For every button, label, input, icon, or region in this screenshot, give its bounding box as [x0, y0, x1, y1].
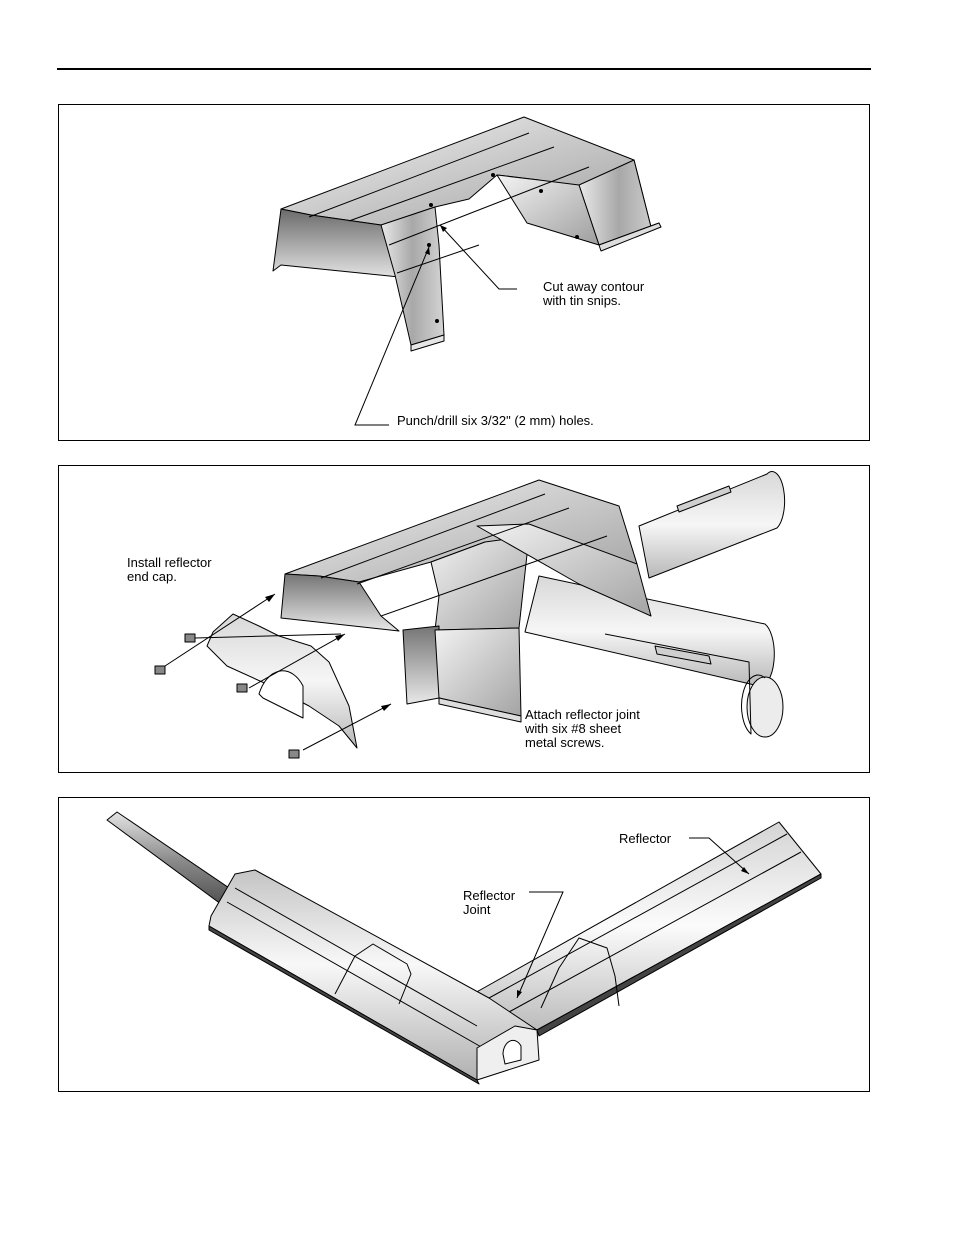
- callout-attach-joint: Attach reflector joint with six #8 sheet…: [525, 708, 640, 750]
- pipe-lower: [525, 576, 774, 686]
- reflector-right: [473, 822, 821, 1030]
- figure-panel-cut-contour: Cut away contour with tin snips. Punch/d…: [58, 104, 870, 441]
- callout-cut-contour: Cut away contour with tin snips.: [543, 280, 644, 308]
- callout-punch-holes: Punch/drill six 3/32" (2 mm) holes.: [397, 414, 594, 428]
- pipe-upper: [639, 472, 785, 578]
- reflector-joint-drawing: [59, 105, 871, 442]
- callout-end-cap: Install reflector end cap.: [127, 556, 212, 584]
- callout-reflector-joint: Reflector Joint: [463, 889, 515, 917]
- header-rule: [57, 68, 871, 70]
- pipe-left: [107, 812, 241, 910]
- reflector-joint-shape: [273, 117, 661, 351]
- figure-panel-install-joint: Install reflector end cap. Attach reflec…: [58, 465, 870, 773]
- joint-assembly-drawing: [59, 466, 871, 774]
- leader-line-cut: [440, 225, 517, 289]
- figure-panel-assembled: Reflector Reflector Joint: [58, 797, 870, 1092]
- assembled-reflector-drawing: [59, 798, 871, 1093]
- callout-reflector: Reflector: [619, 832, 671, 846]
